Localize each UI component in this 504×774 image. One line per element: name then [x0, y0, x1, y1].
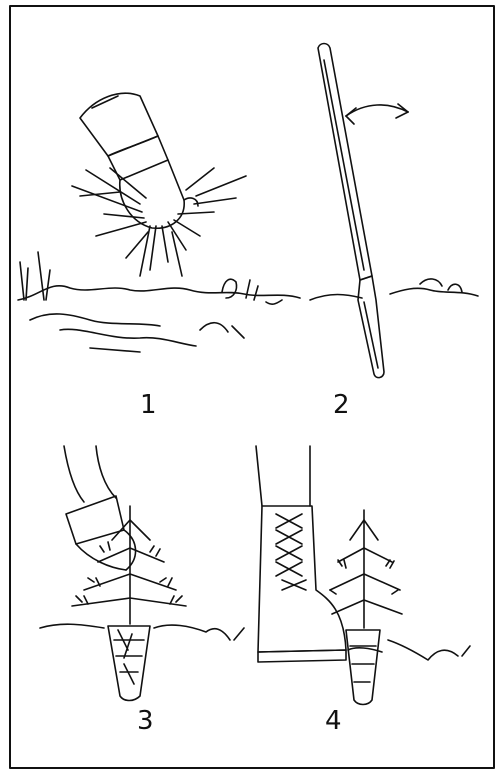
step-number-1: 1: [140, 392, 157, 418]
planting-spade-icon: [310, 44, 478, 378]
boot-firm-soil-icon: [256, 446, 470, 705]
insert-seedling-icon: [40, 446, 244, 701]
step-number-3: 3: [137, 708, 154, 734]
pull-grass-icon: [18, 93, 300, 352]
step-number-4: 4: [325, 708, 342, 734]
step-number-2: 2: [333, 392, 350, 418]
